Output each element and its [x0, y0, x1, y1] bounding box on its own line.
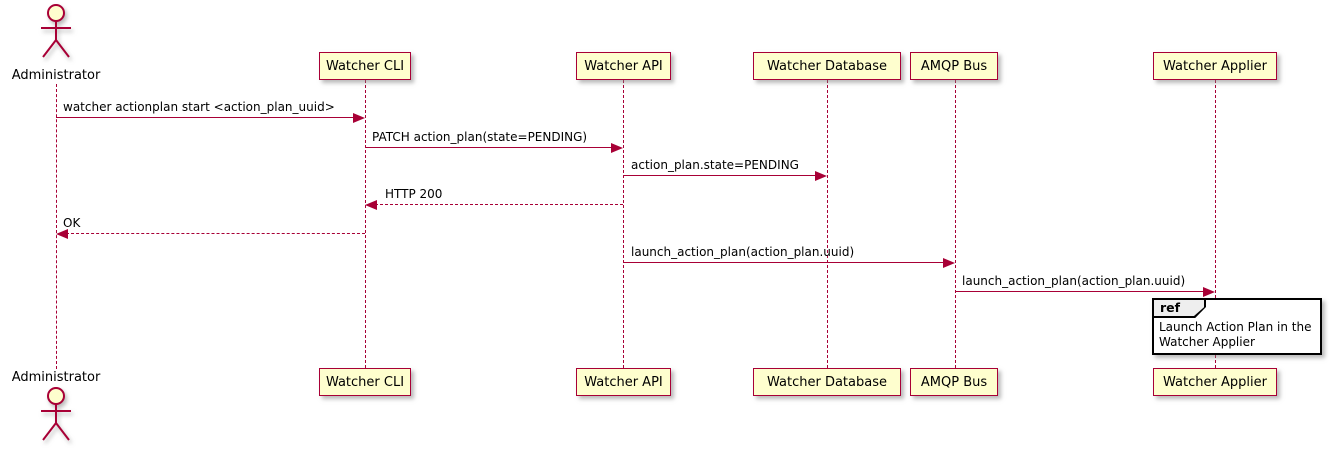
- arrowhead-4: [365, 199, 377, 210]
- message-line-2: [365, 147, 613, 148]
- arrowhead-6: [943, 257, 955, 268]
- ref-text: Launch Action Plan in the Watcher Applie…: [1159, 320, 1311, 350]
- actor-icon-bottom: [41, 387, 71, 441]
- message-label-7: launch_action_plan(action_plan.uuid): [962, 274, 1186, 288]
- message-label-6: launch_action_plan(action_plan.uuid): [631, 245, 855, 259]
- participant-watcher-cli-bottom: Watcher CLI: [319, 368, 411, 396]
- participant-watcher-applier-top: Watcher Applier: [1153, 52, 1277, 80]
- ref-tab-label: ref: [1154, 300, 1204, 316]
- message-line-5: [66, 233, 365, 234]
- participant-watcher-database-bottom: Watcher Database: [753, 368, 901, 396]
- arrowhead-1: [353, 112, 365, 123]
- participant-watcher-api-bottom: Watcher API: [576, 368, 671, 396]
- ref-fragment: ref Launch Action Plan in the Watcher Ap…: [1152, 298, 1322, 355]
- message-line-6: [623, 262, 945, 263]
- message-label-5: OK: [63, 216, 81, 230]
- ref-text-line1: Launch Action Plan in the: [1159, 320, 1312, 334]
- arrowhead-5: [56, 228, 68, 239]
- lifeline-watcher-api: [623, 80, 624, 368]
- participant-watcher-api-top: Watcher API: [576, 52, 671, 80]
- message-label-1: watcher actionplan start <action_plan_uu…: [63, 100, 335, 114]
- participant-amqp-bus-bottom: AMQP Bus: [910, 368, 998, 396]
- lifeline-watcher-applier: [1215, 80, 1216, 368]
- message-line-4: [375, 204, 623, 205]
- arrowhead-2: [611, 142, 623, 153]
- arrowhead-3: [815, 170, 827, 181]
- actor-label-bottom: Administrator: [11, 370, 101, 385]
- arrowhead-7: [1203, 286, 1215, 297]
- message-label-3: action_plan.state=PENDING: [631, 158, 799, 172]
- participant-amqp-bus-top: AMQP Bus: [910, 52, 998, 80]
- participant-watcher-database-top: Watcher Database: [753, 52, 901, 80]
- lifeline-amqp-bus: [955, 80, 956, 368]
- lifeline-watcher-cli: [365, 80, 366, 368]
- message-line-7: [955, 291, 1205, 292]
- participant-watcher-applier-bottom: Watcher Applier: [1153, 368, 1277, 396]
- message-label-4: HTTP 200: [385, 187, 443, 201]
- actor-icon: [41, 4, 71, 58]
- ref-tab: ref: [1152, 298, 1206, 318]
- actor-label-top: Administrator: [11, 68, 101, 83]
- lifeline-watcher-database: [827, 80, 828, 368]
- message-line-3: [623, 175, 817, 176]
- message-line-1: [56, 117, 355, 118]
- participant-watcher-cli-top: Watcher CLI: [319, 52, 411, 80]
- message-label-2: PATCH action_plan(state=PENDING): [372, 130, 588, 144]
- ref-text-line2: Watcher Applier: [1159, 335, 1255, 349]
- lifeline-administrator: [56, 84, 57, 369]
